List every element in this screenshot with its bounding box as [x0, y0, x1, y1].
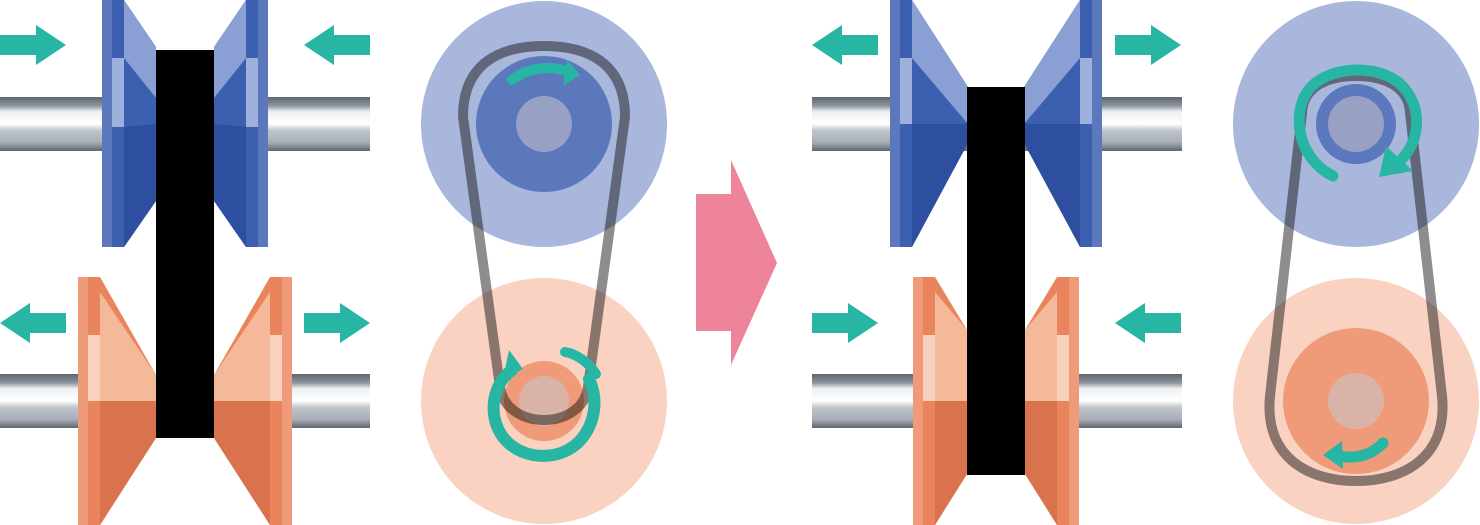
push-arrow-icon — [304, 25, 370, 65]
rotation-arrow-icon — [1379, 146, 1413, 177]
rotation-arrow-icon — [1323, 441, 1343, 469]
right-lower-pulley — [913, 277, 1079, 525]
right-side-view — [812, 0, 1182, 525]
rotation-arrow-icon — [563, 60, 580, 86]
left-belt-side — [156, 50, 214, 438]
push-arrow-icon — [812, 303, 878, 343]
right-front-view — [1233, 1, 1479, 524]
push-arrow-icon — [0, 303, 66, 343]
left-upper-pulley — [102, 0, 268, 247]
push-arrow-icon — [1115, 25, 1181, 65]
transition-arrow-icon — [696, 160, 777, 365]
left-belt-front — [458, 41, 630, 425]
left-lower-pulley — [78, 277, 292, 525]
push-arrow-icon — [0, 25, 66, 65]
push-arrow-icon — [812, 25, 878, 65]
right-belt-side — [967, 87, 1025, 475]
rotation-arrow-icon — [1293, 64, 1422, 182]
push-arrow-icon — [1115, 303, 1181, 343]
left-front-view — [421, 1, 667, 524]
rotation-arrow-icon — [487, 364, 601, 462]
left-side-view — [0, 0, 370, 525]
push-arrow-icon — [304, 303, 370, 343]
rotation-arrow-icon — [560, 347, 601, 379]
rotation-arrow-icon — [503, 350, 523, 379]
right-upper-pulley — [890, 0, 1102, 247]
